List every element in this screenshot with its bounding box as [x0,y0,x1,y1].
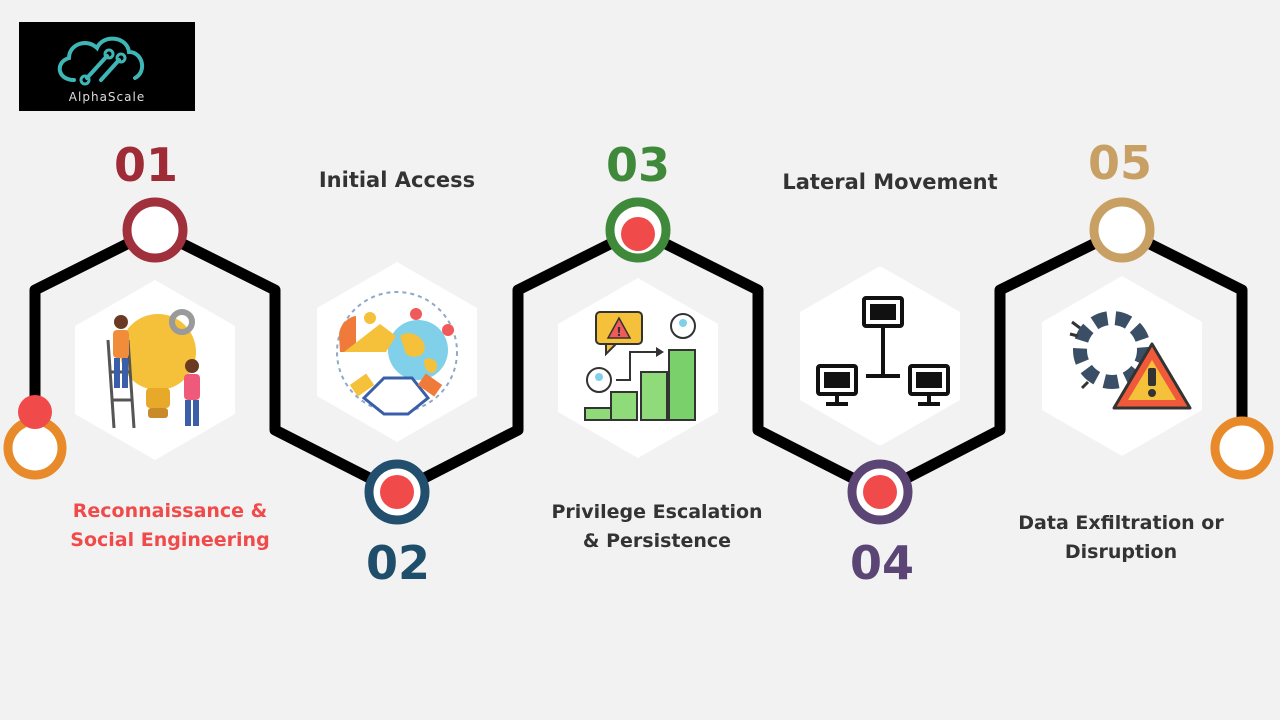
hexagon-card-5 [1042,276,1202,456]
node-ring-2 [364,459,430,525]
step-label-5-line-2: Disruption [1064,541,1178,563]
node-ring-3 [605,197,671,263]
step-label-1-line-1: Reconnaissance & [72,500,268,522]
cloud-circuit-icon [57,36,145,86]
end-node [1210,416,1274,480]
step-number-1: 01 [113,138,178,192]
step-label-3-line-1: Privilege Escalation [551,501,763,523]
step-number-2: 02 [365,536,430,590]
step-label-5: Data Exfiltration or Disruption [996,509,1246,567]
handshake-globe-icon [336,291,458,416]
node-ring-1 [122,197,188,263]
svg-text:!: ! [616,325,621,339]
step-number-4: 04 [849,536,914,590]
node-ring-4 [847,459,913,525]
node-ring-5 [1089,197,1155,263]
step-label-4: Lateral Movement [770,168,1010,197]
step-number-3: 03 [605,138,670,192]
network-computers-icon [816,296,950,406]
gear-warning-icon [1069,311,1192,410]
step-label-2-line-1: Initial Access [318,168,476,192]
step-label-3-line-2: & Persistence [582,530,732,552]
step-label-2: Initial Access [287,166,507,195]
step-label-1: Reconnaissance & Social Engineering [40,497,300,555]
lightbulb-team-icon [106,309,200,429]
brand-name: AlphaScale [68,90,146,104]
escalation-chart-icon: ! [584,311,696,421]
step-label-1-line-2: Social Engineering [70,529,270,551]
step-label-5-line-1: Data Exfiltration or [1018,512,1224,534]
step-number-5: 05 [1087,136,1152,190]
step-label-4-line-1: Lateral Movement [782,170,998,194]
hexagon-card-4 [800,266,960,446]
start-node [3,395,67,480]
brand-logo: AlphaScale [19,22,195,111]
step-label-3: Privilege Escalation & Persistence [526,498,788,556]
